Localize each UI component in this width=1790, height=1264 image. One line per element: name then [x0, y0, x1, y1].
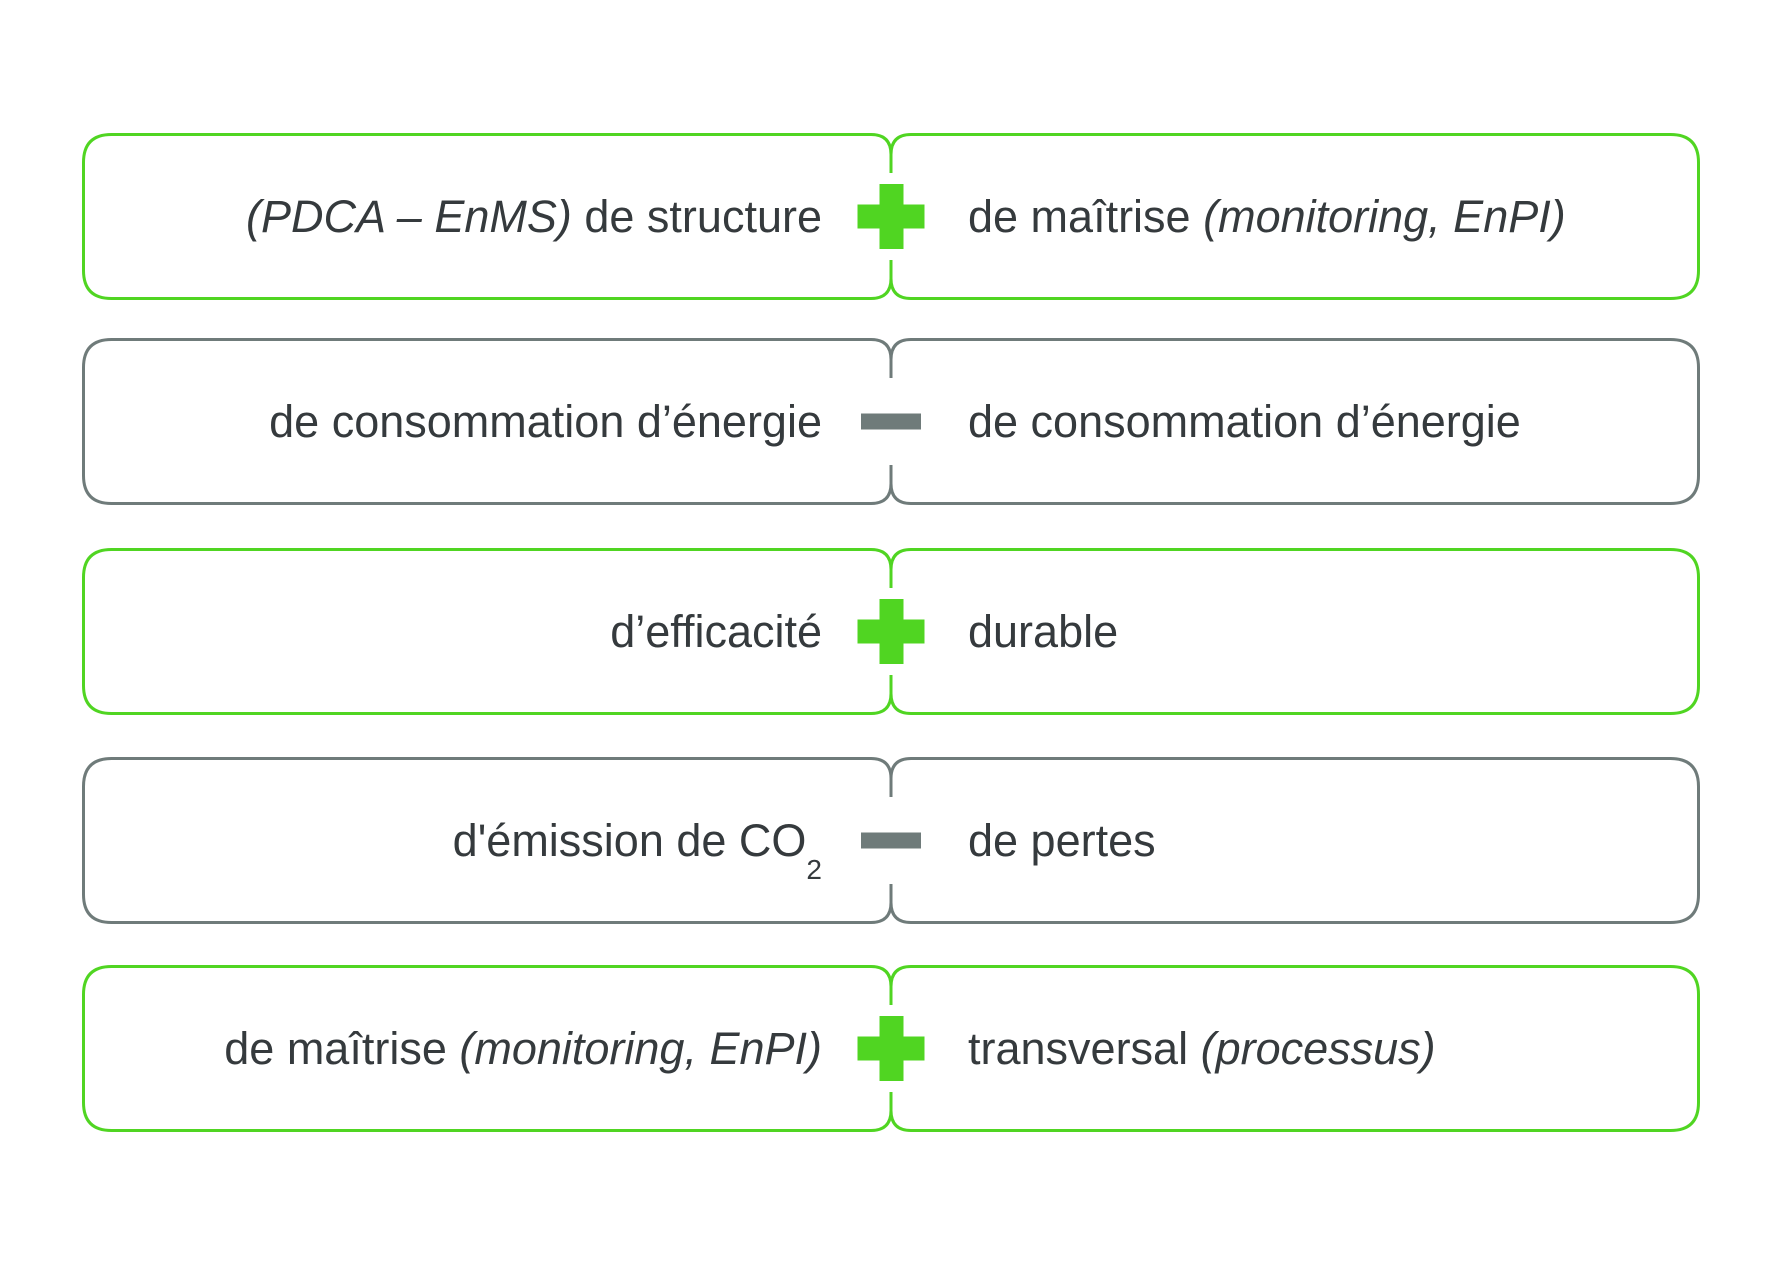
right-box-border	[889, 757, 1700, 924]
right-box: durable	[968, 548, 1666, 715]
box-label-italic: (monitoring, EnPI)	[1203, 190, 1566, 242]
right-box-border	[889, 965, 1700, 1132]
diagram-row: (PDCA – EnMS) de structure de maîtrise (…	[82, 133, 1700, 300]
diagram-row: de maîtrise (monitoring, EnPI) transvers…	[82, 965, 1700, 1132]
box-label: de pertes	[968, 814, 1156, 866]
box-label-italic: (monitoring, EnPI)	[459, 1022, 822, 1074]
right-box: de maîtrise (monitoring, EnPI)	[968, 133, 1666, 300]
right-box: de consommation d’énergie	[968, 338, 1666, 505]
left-box-border	[82, 548, 893, 715]
box-label-subscript: 2	[806, 854, 822, 885]
right-box-border	[889, 338, 1700, 505]
box-label: de maîtrise	[224, 1022, 460, 1074]
right-box-border	[889, 548, 1700, 715]
row-outline	[82, 757, 1700, 924]
minus-icon	[861, 413, 921, 430]
plus-icon	[857, 599, 925, 664]
right-box: de pertes	[968, 757, 1666, 924]
left-box-border	[82, 338, 893, 505]
box-label: transversal	[968, 1022, 1201, 1074]
box-label: d'émission de CO	[452, 814, 807, 866]
box-label: de maîtrise	[968, 190, 1204, 242]
box-label: de consommation d’énergie	[968, 395, 1521, 447]
box-label: durable	[968, 605, 1119, 657]
box-label: de consommation d’énergie	[269, 395, 822, 447]
left-box-border	[82, 133, 893, 300]
row-outline	[82, 133, 1700, 300]
left-box: (PDCA – EnMS) de structure	[112, 133, 822, 300]
row-outline	[82, 965, 1700, 1132]
diagram-row: d’efficacité durable	[82, 548, 1700, 715]
box-label-italic: (PDCA – EnMS)	[245, 190, 572, 242]
left-box: de maîtrise (monitoring, EnPI)	[112, 965, 822, 1132]
left-box-border	[82, 965, 893, 1132]
left-box: d’efficacité	[112, 548, 822, 715]
box-label-italic: (processus)	[1200, 1022, 1436, 1074]
left-box-border	[82, 757, 893, 924]
left-box: de consommation d’énergie	[112, 338, 822, 505]
right-box: transversal (processus)	[968, 965, 1666, 1132]
row-outline	[82, 338, 1700, 505]
box-label: d’efficacité	[610, 605, 822, 657]
row-outline	[82, 548, 1700, 715]
plus-icon	[857, 184, 925, 249]
plus-icon	[857, 1016, 925, 1081]
diagram-row: de consommation d’énergie de consommatio…	[82, 338, 1700, 505]
box-label: de structure	[571, 190, 822, 242]
minus-icon	[861, 832, 921, 849]
right-box-border	[889, 133, 1700, 300]
